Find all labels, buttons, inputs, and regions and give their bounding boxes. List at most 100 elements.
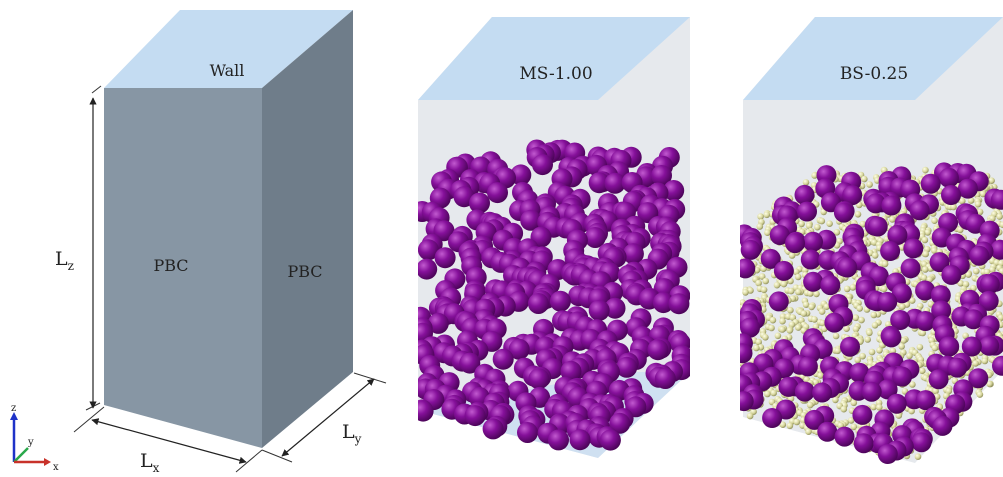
small-particle	[768, 324, 775, 332]
large-particle	[939, 336, 960, 357]
large-particle	[803, 231, 823, 252]
small-particle	[962, 281, 970, 288]
large-particle	[768, 291, 789, 312]
large-particle	[599, 429, 621, 451]
large-particle	[886, 393, 907, 414]
large-particle	[881, 195, 902, 216]
small-particle	[760, 286, 768, 294]
large-particle	[877, 379, 898, 400]
large-particle	[532, 154, 553, 176]
small-particle	[957, 280, 964, 287]
small-particle	[849, 284, 857, 291]
sample-ms-container: MS-1.00	[418, 17, 690, 458]
bs-top-wall	[743, 17, 1003, 100]
sample-bs-container: BS-0.25	[740, 17, 1003, 464]
large-particle	[487, 182, 508, 204]
dimension-ly: Ly	[261, 372, 387, 463]
small-particle	[832, 332, 840, 340]
large-particle	[654, 368, 676, 389]
large-particle	[508, 338, 530, 360]
large-particle	[979, 274, 1000, 295]
large-particle	[785, 233, 805, 254]
large-particle	[778, 376, 799, 397]
small-particle	[742, 289, 749, 296]
large-particle	[891, 283, 912, 304]
large-particle	[928, 369, 949, 390]
pbc-side-label: PBC	[287, 262, 322, 281]
small-particle	[997, 314, 1003, 321]
small-particle	[793, 418, 801, 426]
large-particle	[588, 172, 610, 194]
small-particle	[756, 223, 764, 230]
small-particle	[919, 329, 926, 337]
small-particle	[811, 316, 818, 323]
small-particle	[921, 266, 929, 273]
large-particle	[517, 422, 538, 443]
large-particle	[418, 258, 438, 280]
large-particle	[663, 180, 685, 201]
small-particle	[889, 347, 897, 355]
large-particle	[616, 356, 638, 378]
small-particle	[806, 401, 814, 409]
large-particle	[834, 426, 855, 447]
large-particle	[817, 421, 838, 442]
small-particle	[763, 211, 771, 219]
large-particle	[979, 335, 1000, 356]
small-particle	[755, 338, 762, 346]
small-particle	[899, 303, 906, 311]
pbc-front-label: PBC	[153, 256, 188, 275]
large-particle	[929, 252, 950, 273]
small-particle	[931, 247, 938, 254]
small-particle	[802, 179, 810, 186]
small-particle	[779, 326, 786, 333]
large-particle	[941, 185, 961, 205]
small-particle	[818, 308, 826, 315]
small-particle	[813, 290, 820, 298]
small-particle	[919, 367, 926, 375]
small-particle	[856, 305, 863, 312]
large-particle	[865, 193, 886, 214]
small-particle	[889, 216, 896, 223]
large-particle	[853, 433, 874, 454]
large-particle	[880, 241, 901, 261]
large-particle	[877, 291, 898, 312]
small-particle	[762, 334, 769, 341]
small-particle	[755, 279, 762, 287]
large-particle	[773, 260, 794, 281]
lz-label: Lz	[55, 248, 74, 273]
large-particle	[588, 299, 610, 321]
large-particle	[990, 239, 1003, 260]
small-particle	[979, 190, 987, 198]
small-particle	[895, 412, 903, 419]
small-particle	[881, 260, 889, 268]
small-particle	[973, 267, 980, 275]
small-particle	[750, 408, 757, 416]
simulation-box: Wall PBC PBC	[104, 10, 353, 448]
small-particle	[795, 288, 802, 296]
small-particle	[793, 268, 800, 276]
small-particle	[898, 343, 905, 350]
small-particle	[972, 360, 979, 367]
small-particle	[764, 229, 771, 236]
large-particle	[992, 355, 1003, 376]
small-particle	[870, 403, 877, 411]
lx-label: Lx	[140, 450, 160, 475]
large-particle	[877, 444, 898, 464]
small-particle	[922, 166, 929, 174]
large-particle	[881, 327, 902, 348]
axis-y-label: y	[27, 437, 34, 448]
small-particle	[852, 325, 860, 333]
small-particle	[996, 213, 1003, 220]
small-particle	[921, 236, 929, 244]
small-particle	[868, 348, 876, 356]
small-particle	[814, 223, 821, 231]
small-particle	[805, 222, 813, 230]
large-particle	[947, 357, 968, 378]
small-particle	[965, 271, 972, 278]
small-particle	[976, 391, 984, 398]
large-particle	[911, 432, 932, 453]
large-particle	[978, 290, 999, 311]
large-particle	[740, 258, 756, 279]
wall-label: Wall	[210, 61, 245, 80]
large-particle	[837, 257, 858, 278]
